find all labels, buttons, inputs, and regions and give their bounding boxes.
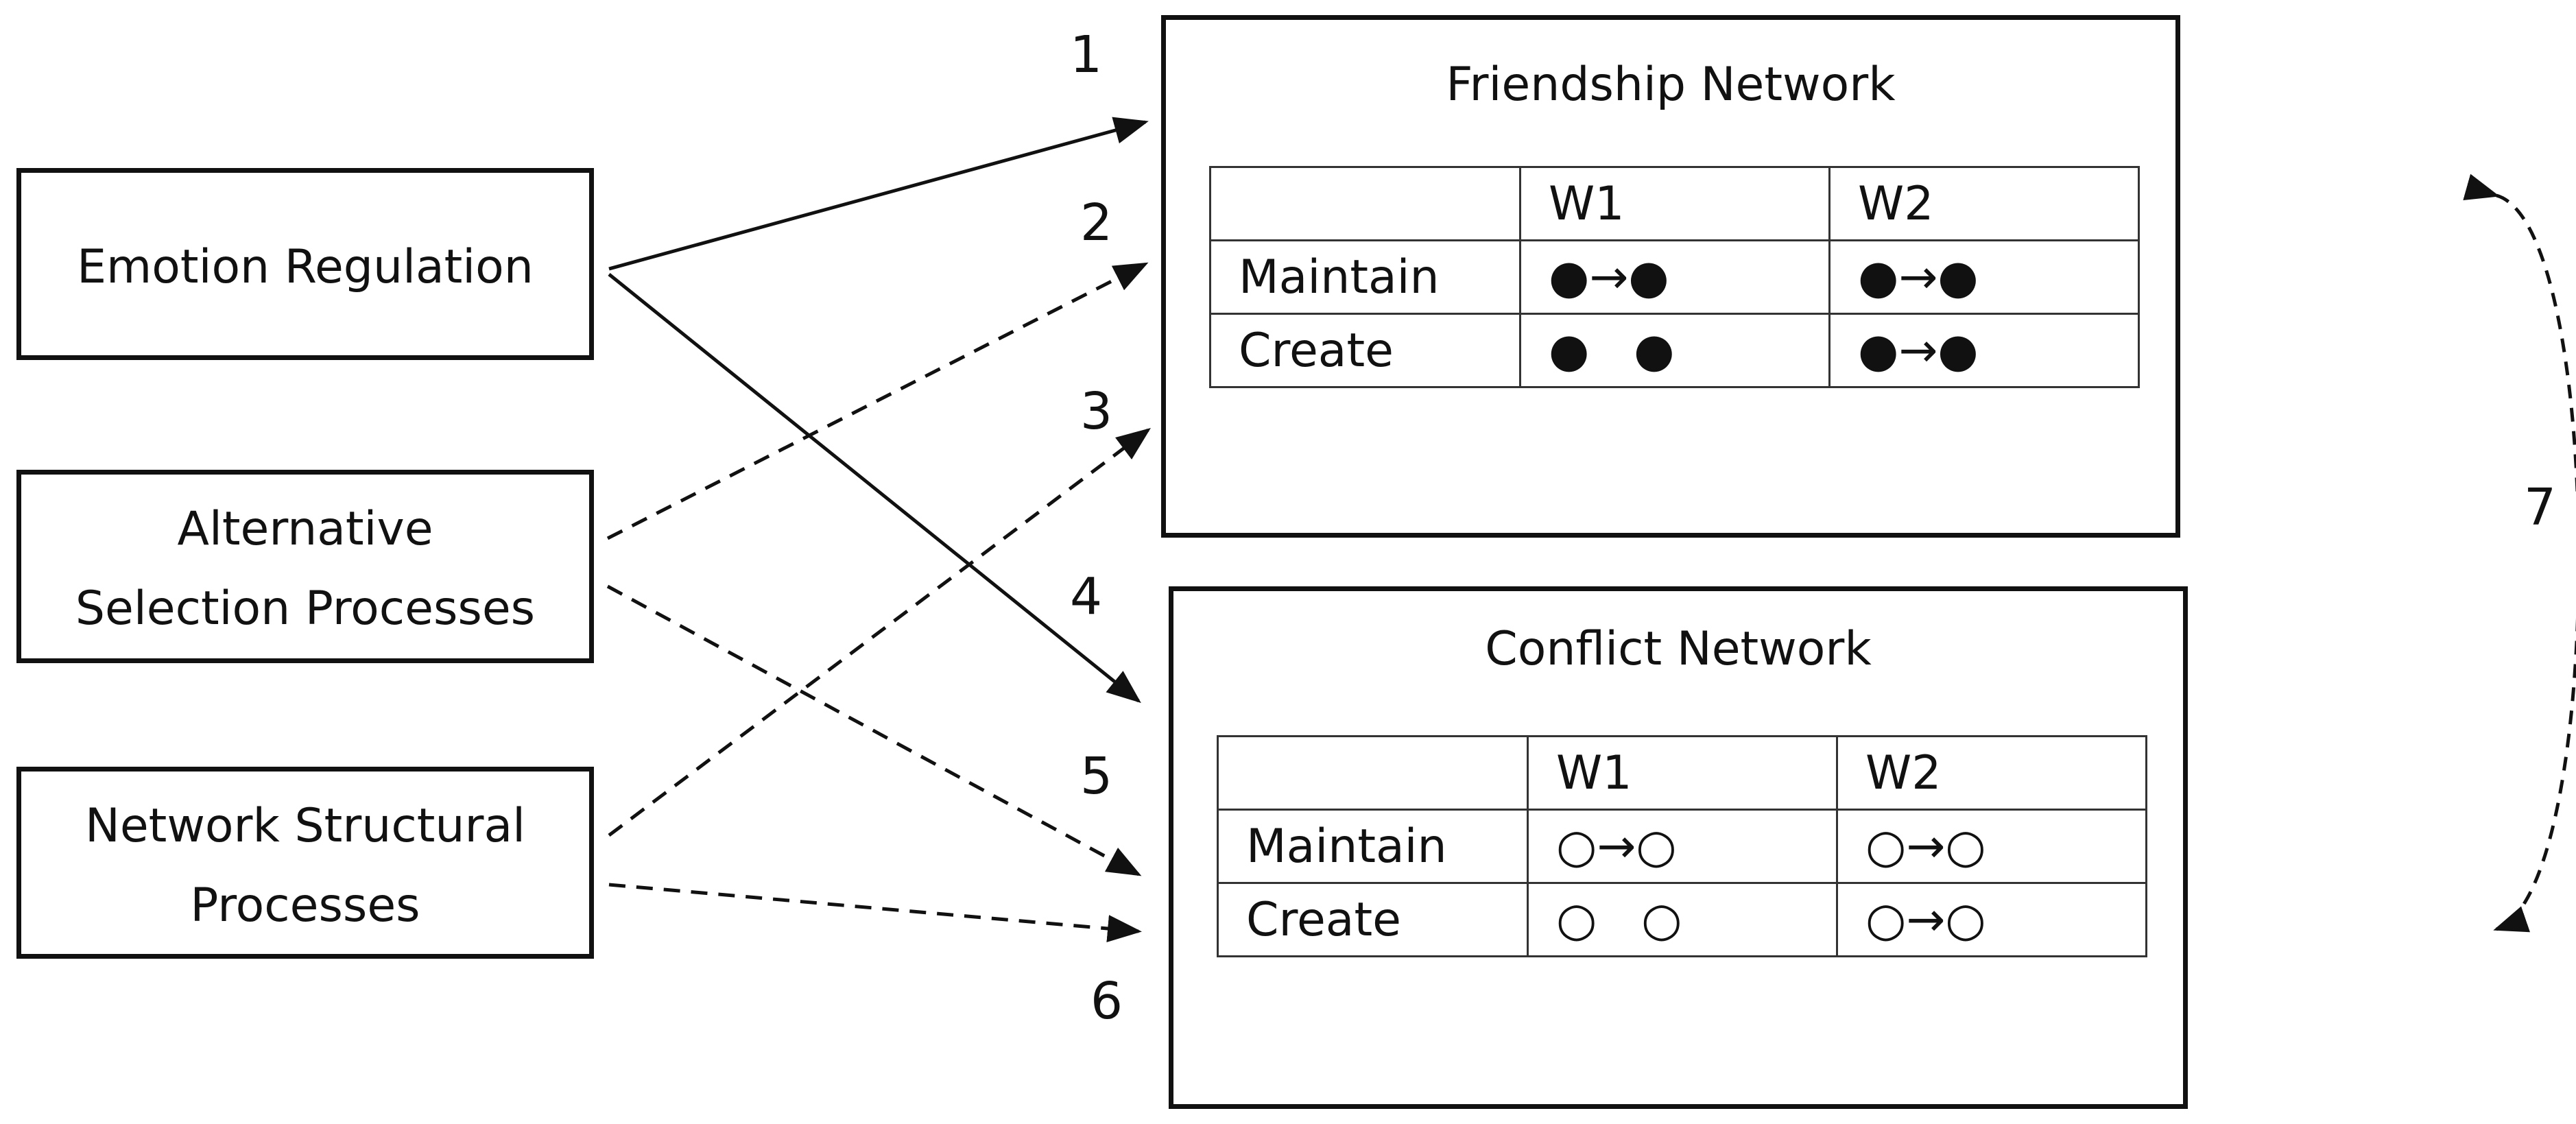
friendship-header-empty xyxy=(1209,166,1521,241)
alternative-selection-label-line1: Alternative xyxy=(177,502,433,556)
friendship-header-row: W1 W2 xyxy=(1209,166,2140,241)
conflict-network-box: Conflict Network W1 W2 Maintain ○→○ ○→○ … xyxy=(1169,586,2188,1109)
arrow-path-6 xyxy=(608,883,1142,942)
conflict-header-row: W1 W2 xyxy=(1217,735,2147,811)
conflict-row-label: Create xyxy=(1217,882,1529,957)
conflict-row-maintain: Maintain ○→○ ○→○ xyxy=(1217,809,2147,884)
conflict-create-w1: ○ ○ xyxy=(1527,882,1838,957)
conflict-header-empty xyxy=(1217,735,1529,811)
network-structural-box: Network Structural Processes xyxy=(16,767,594,959)
path-number-1: 1 xyxy=(1070,25,1103,84)
conflict-row-create: Create ○ ○ ○→○ xyxy=(1217,882,2147,957)
conflict-table: W1 W2 Maintain ○→○ ○→○ Create ○ ○ ○→○ xyxy=(1217,735,2147,957)
friendship-header-w2: W2 xyxy=(1828,166,2140,241)
friendship-network-box: Friendship Network W1 W2 Maintain ●→● ●→… xyxy=(1161,15,2180,538)
conflict-create-w2: ○→○ xyxy=(1836,882,2147,957)
conflict-maintain-w2: ○→○ xyxy=(1836,809,2147,884)
arrow-path-7 xyxy=(2463,174,2576,933)
friendship-maintain-w1: ●→● xyxy=(1519,239,1830,315)
network-structural-label-line1: Network Structural xyxy=(84,799,526,853)
arrow-path-2 xyxy=(606,262,1149,540)
path-number-5: 5 xyxy=(1080,747,1113,806)
conflict-maintain-w1: ○→○ xyxy=(1527,809,1838,884)
friendship-network-title: Friendship Network xyxy=(1446,58,1896,112)
path-number-3: 3 xyxy=(1080,382,1113,441)
friendship-row-label: Maintain xyxy=(1209,239,1521,315)
alternative-selection-box: Alternative Selection Processes xyxy=(16,470,594,663)
arrow-path-1 xyxy=(608,117,1149,271)
path-number-2: 2 xyxy=(1080,193,1113,252)
alternative-selection-label-line2: Selection Processes xyxy=(75,582,536,636)
arrow-path-4 xyxy=(608,273,1141,704)
network-structural-label-line2: Processes xyxy=(190,878,420,933)
friendship-create-w2: ●→● xyxy=(1828,313,2140,388)
emotion-regulation-box: Emotion Regulation xyxy=(16,168,594,360)
conflict-header-w1: W1 xyxy=(1527,735,1838,811)
arrow-path-3 xyxy=(608,427,1151,837)
friendship-maintain-w2: ●→● xyxy=(1828,239,2140,315)
emotion-regulation-label: Emotion Regulation xyxy=(77,240,534,294)
arrow-path-5 xyxy=(606,584,1142,876)
path-number-6: 6 xyxy=(1090,972,1123,1031)
conflict-header-w2: W2 xyxy=(1836,735,2147,811)
friendship-table: W1 W2 Maintain ●→● ●→● Create ● ● ●→● xyxy=(1209,166,2140,388)
friendship-row-create: Create ● ● ●→● xyxy=(1209,313,2140,388)
path-number-7: 7 xyxy=(2524,478,2557,537)
conflict-row-label: Maintain xyxy=(1217,809,1529,884)
friendship-create-w1: ● ● xyxy=(1519,313,1830,388)
friendship-header-w1: W1 xyxy=(1519,166,1830,241)
friendship-row-label: Create xyxy=(1209,313,1521,388)
friendship-row-maintain: Maintain ●→● ●→● xyxy=(1209,239,2140,315)
conflict-network-title: Conflict Network xyxy=(1485,622,1872,676)
path-number-4: 4 xyxy=(1070,567,1103,626)
